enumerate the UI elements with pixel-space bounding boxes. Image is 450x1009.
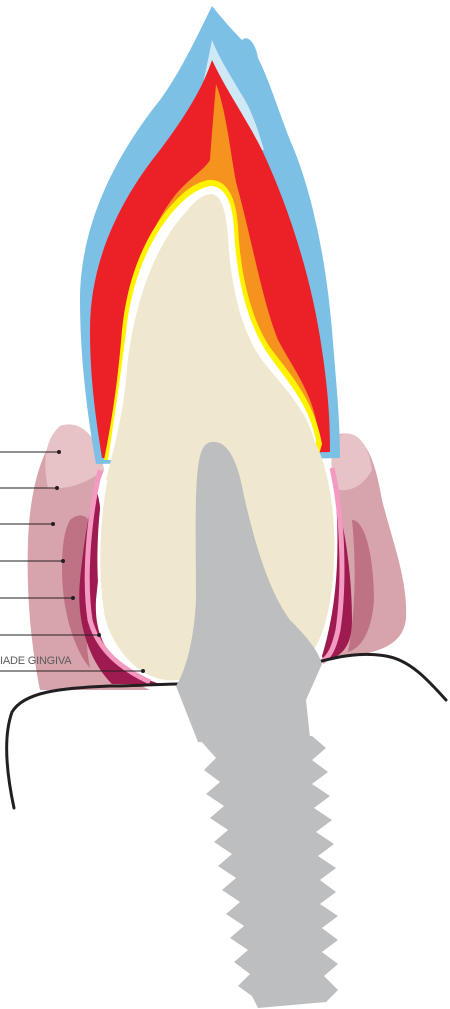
leader-dot-3 (51, 522, 55, 526)
leader-dot-2 (55, 486, 59, 490)
leader-dot-4 (61, 559, 65, 563)
leader-dot-5 (71, 596, 75, 600)
bone-line-right (318, 654, 446, 700)
bone-line (7, 684, 178, 808)
leader-dot-6 (97, 633, 101, 637)
implant-thread-body (200, 736, 338, 1008)
leader-label-7: IADE GINGIVA (0, 655, 72, 667)
right-gum (322, 434, 406, 662)
leader-dot-1 (57, 450, 61, 454)
leader-dot-7 (141, 669, 145, 673)
